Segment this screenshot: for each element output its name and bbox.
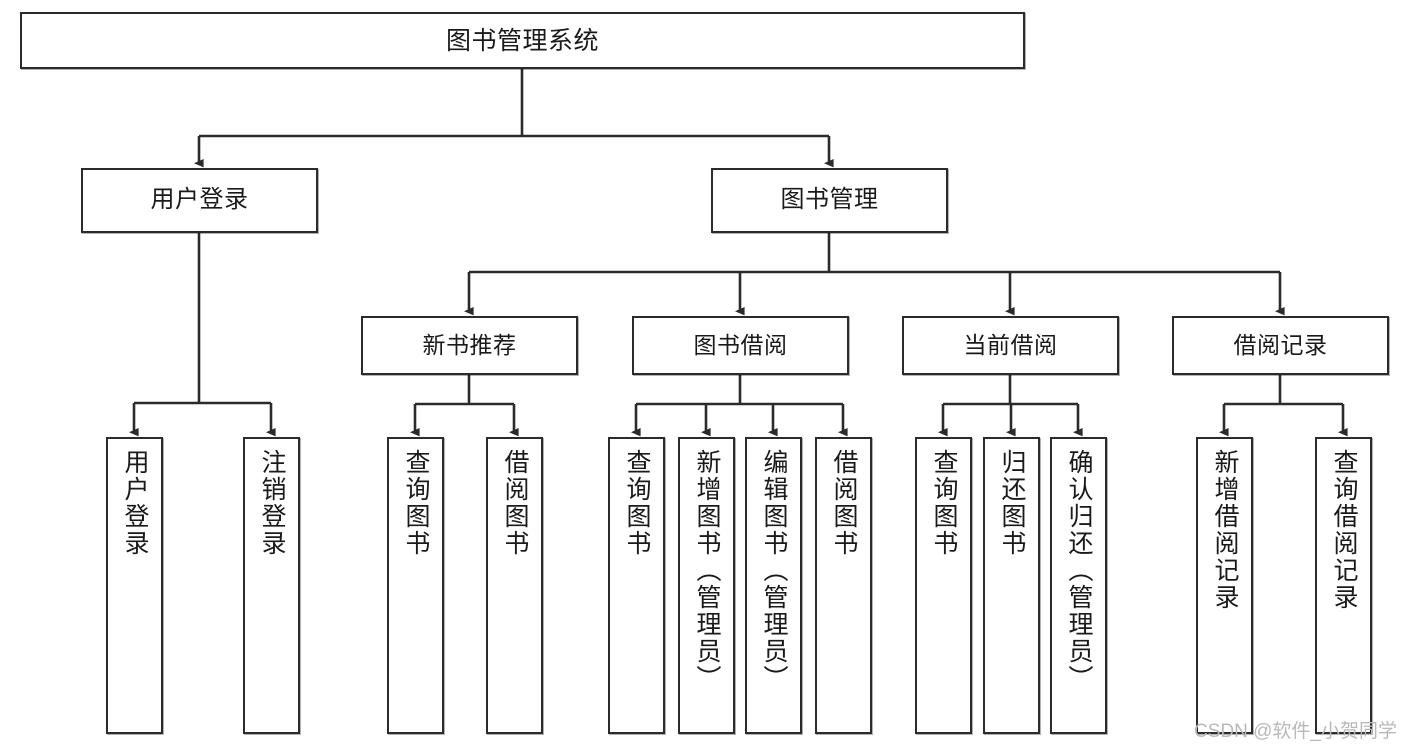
leaf-node-label: 确认归还（管理员） — [1065, 449, 1093, 692]
node-book-borrow[interactable]: 图书借阅 — [632, 316, 849, 375]
node-root-label: 图书管理系统 — [445, 26, 599, 55]
leaf-node[interactable]: 查询图书 — [608, 437, 665, 734]
node-user-login-label: 用户登录 — [150, 186, 249, 214]
node-borrow-record[interactable]: 借阅记录 — [1172, 316, 1389, 375]
node-book-borrow-label: 图书借阅 — [693, 331, 788, 358]
leaf-node[interactable]: 借阅图书 — [815, 437, 872, 734]
leaf-node[interactable]: 查询借阅记录 — [1315, 437, 1372, 734]
leaf-node-label: 归还图书 — [998, 449, 1026, 557]
leaf-node-label: 查询图书 — [623, 449, 651, 557]
node-new-book-recommend-label: 新书推荐 — [422, 331, 517, 358]
leaf-node[interactable]: 注销登录 — [243, 437, 300, 734]
leaf-node-label: 注销登录 — [258, 449, 286, 557]
leaf-node[interactable]: 新增借阅记录 — [1196, 437, 1253, 734]
node-new-book-recommend[interactable]: 新书推荐 — [361, 316, 578, 375]
leaf-node-label: 借阅图书 — [830, 449, 858, 557]
leaf-node-label: 借阅图书 — [501, 449, 529, 557]
node-root[interactable]: 图书管理系统 — [20, 12, 1025, 69]
leaf-node-label: 查询图书 — [930, 449, 958, 557]
leaf-node-label: 查询借阅记录 — [1330, 449, 1358, 611]
leaf-node[interactable]: 确认归还（管理员） — [1050, 437, 1107, 734]
node-current-borrow-label: 当前借阅 — [963, 331, 1058, 358]
leaf-node-label: 编辑图书（管理员） — [760, 449, 788, 692]
node-current-borrow[interactable]: 当前借阅 — [902, 316, 1119, 375]
leaf-node-label: 新增图书（管理员） — [693, 449, 721, 692]
leaf-node[interactable]: 借阅图书 — [486, 437, 543, 734]
node-user-login[interactable]: 用户登录 — [81, 168, 318, 233]
leaf-node[interactable]: 编辑图书（管理员） — [745, 437, 802, 734]
leaf-node[interactable]: 用户登录 — [106, 437, 163, 734]
leaf-node[interactable]: 查询图书 — [915, 437, 972, 734]
leaf-node-label: 用户登录 — [121, 449, 149, 557]
node-borrow-record-label: 借阅记录 — [1233, 331, 1328, 358]
leaf-node[interactable]: 归还图书 — [983, 437, 1040, 734]
leaf-node-label: 新增借阅记录 — [1211, 449, 1239, 611]
node-book-management-label: 图书管理 — [780, 186, 879, 214]
node-book-management[interactable]: 图书管理 — [711, 168, 948, 233]
leaf-node-label: 查询图书 — [402, 449, 430, 557]
leaf-node[interactable]: 新增图书（管理员） — [678, 437, 735, 734]
leaf-node[interactable]: 查询图书 — [387, 437, 444, 734]
